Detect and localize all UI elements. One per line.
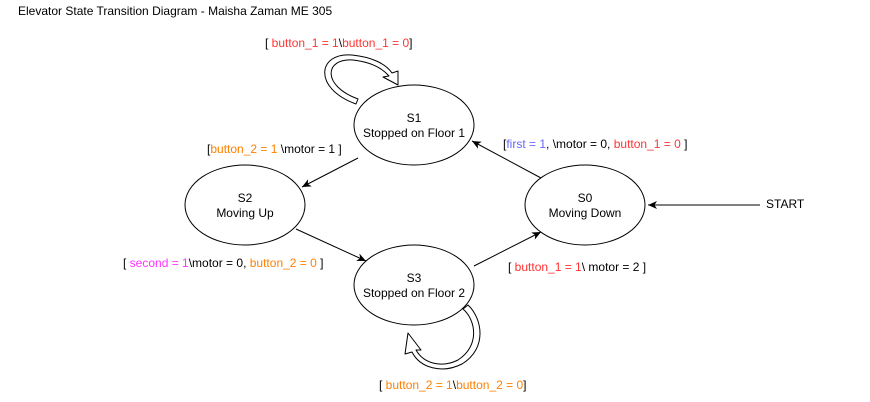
s2-to-s3-segment-3: button_2 = 0 — [250, 256, 317, 270]
label-s3-to-s0: [ button_1 = 1\ motor = 2 ] — [508, 260, 646, 274]
s1-self-segment-1: button_1 = 1 — [272, 36, 339, 50]
state-s1-desc: Stopped on Floor 1 — [363, 126, 465, 140]
state-s1: S1 Stopped on Floor 1 — [353, 84, 475, 166]
label-s3-self-loop: [ button_2 = 1\button_2 = 0] — [379, 378, 526, 392]
s2-to-s3-segment-4: ] — [317, 256, 324, 270]
s2-to-s3-segment-0: [ — [123, 256, 130, 270]
s0-to-s1-segment-1: first = 1 — [506, 137, 546, 151]
label-s0-to-s1: [first = 1, \motor = 0, button_1 = 0 ] — [503, 137, 687, 151]
state-s3-desc: Stopped on Floor 2 — [363, 286, 465, 300]
state-s0: S0 Moving Down — [524, 164, 646, 246]
s3-to-s0-segment-0: [ — [508, 260, 515, 274]
s3-self-segment-1: button_2 = 1 — [386, 378, 453, 392]
s1-self-segment-3: button_1 = 0 — [342, 36, 409, 50]
s3-self-segment-2: \ — [453, 378, 457, 392]
s2-to-s3-segment-1: second = 1 — [130, 256, 189, 270]
s1-self-segment-2: \ — [339, 36, 343, 50]
s1-self-segment-4: ] — [409, 36, 412, 50]
s3-to-s0-segment-2: \ motor = 2 ] — [582, 260, 646, 274]
s0-to-s1-segment-4: ] — [681, 137, 688, 151]
s1-to-s2-segment-2: \motor = 1 ] — [277, 142, 341, 156]
self-loop-s1 — [324, 54, 399, 105]
s1-to-s2-segment-0: [ — [207, 142, 211, 156]
state-s3: S3 Stopped on Floor 2 — [353, 244, 475, 326]
label-s1-to-s2: [button_2 = 1 \motor = 1 ] — [207, 142, 342, 156]
s2-to-s3-segment-2: \motor = 0, — [189, 256, 250, 270]
s3-self-segment-0: [ — [379, 378, 386, 392]
start-label: START — [766, 197, 805, 211]
s1-to-s2-segment-1: button_2 = 1 — [210, 142, 277, 156]
s3-to-s0-segment-1: button_1 = 1 — [515, 260, 582, 274]
transition-s0-to-s1 — [471, 140, 542, 179]
transition-s3-to-s0 — [473, 231, 542, 267]
s0-to-s1-segment-0: [ — [503, 137, 507, 151]
state-s0-desc: Moving Down — [549, 206, 622, 220]
s3-self-segment-4: ] — [523, 378, 526, 392]
s3-self-segment-3: button_2 = 0 — [456, 378, 523, 392]
label-s2-to-s3: [ second = 1\motor = 0, button_2 = 0 ] — [123, 256, 323, 270]
transition-s2-to-s3 — [295, 228, 367, 262]
state-s2-desc: Moving Up — [216, 206, 274, 220]
state-s1-name: S1 — [407, 111, 422, 125]
s0-to-s1-segment-3: button_1 = 0 — [614, 137, 681, 151]
state-s0-name: S0 — [578, 191, 593, 205]
s0-to-s1-segment-2: , \motor = 0, — [546, 137, 614, 151]
state-s3-name: S3 — [407, 271, 422, 285]
label-s1-self-loop: [ button_1 = 1\button_1 = 0] — [265, 36, 412, 50]
state-s2-name: S2 — [238, 191, 253, 205]
self-loop-s3 — [404, 304, 481, 370]
state-s2: S2 Moving Up — [184, 164, 306, 246]
transition-s1-to-s2 — [301, 157, 359, 188]
diagram-title: Elevator State Transition Diagram - Mais… — [18, 4, 332, 18]
s1-self-segment-0: [ — [265, 36, 272, 50]
